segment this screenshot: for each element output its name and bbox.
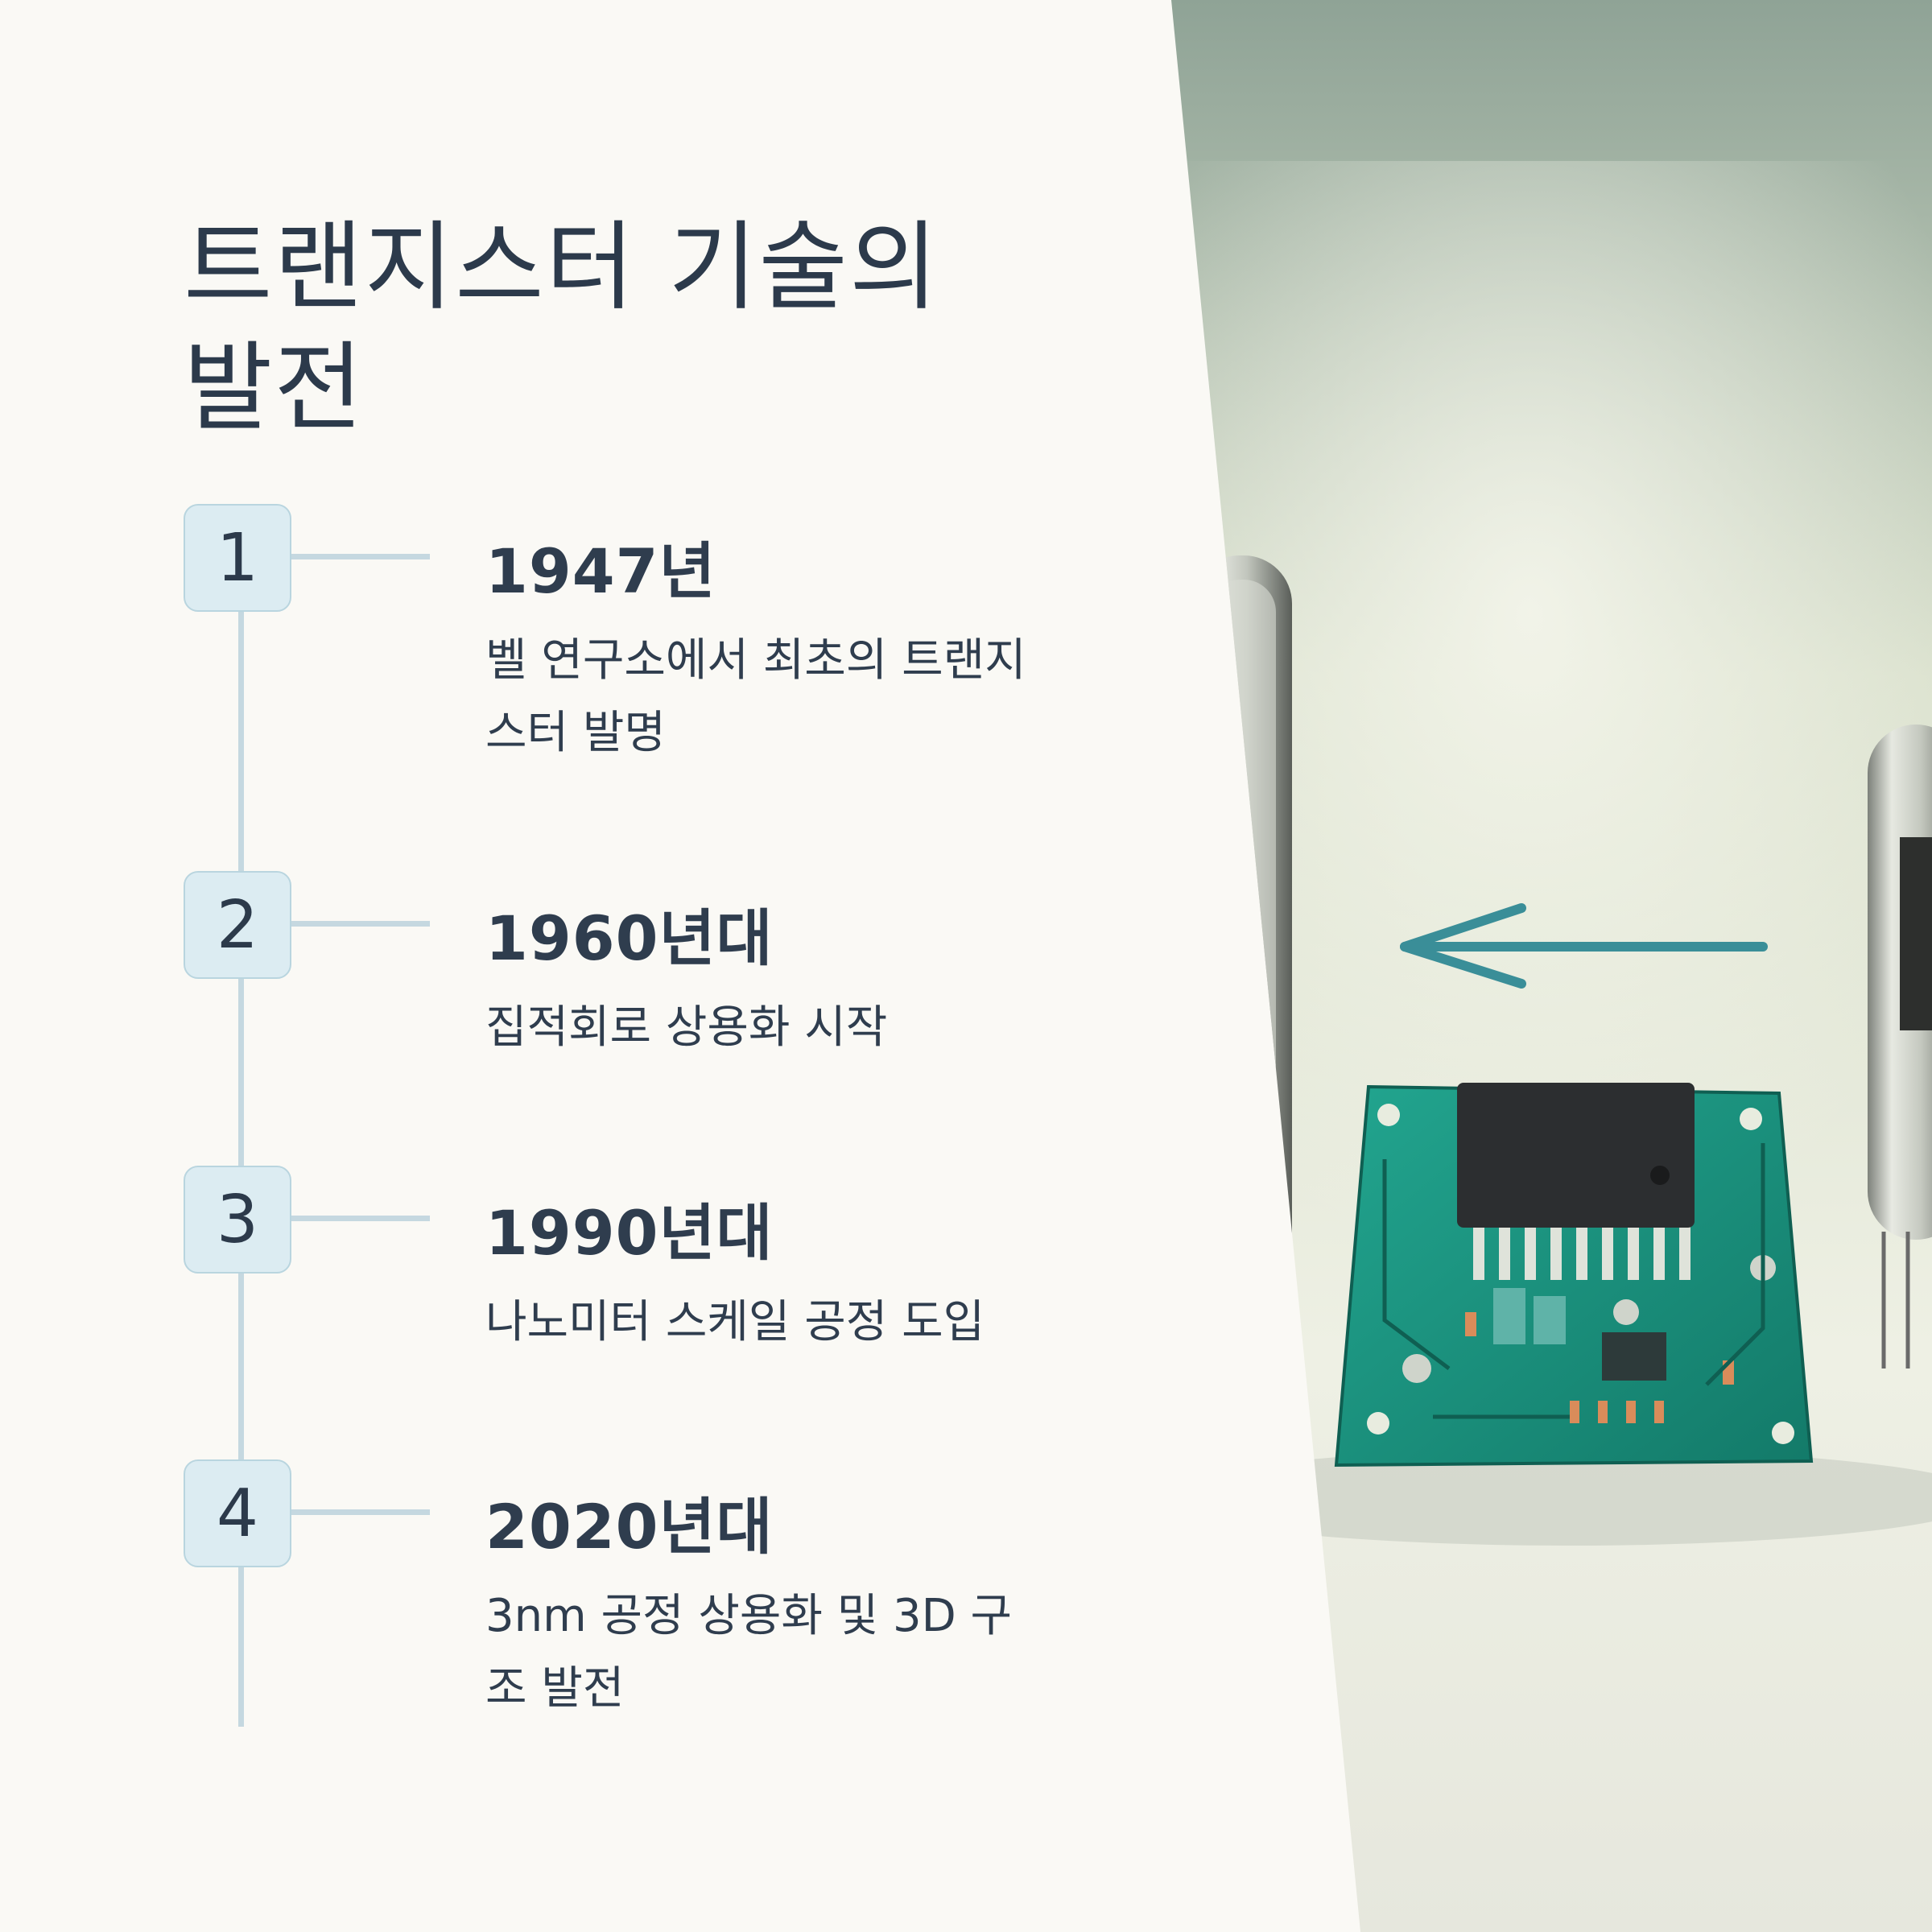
circuit-board-icon: [1334, 1083, 1814, 1468]
timeline-item: 2 1960년대 집적회로 상용화 시작: [184, 871, 1069, 1113]
step-number-badge: 2: [184, 871, 291, 979]
step-connector: [291, 1509, 430, 1515]
step-connector: [291, 1216, 430, 1221]
timeline-line: [238, 564, 244, 1727]
page-title: 트랜지스터 기술의 발전: [184, 212, 940, 444]
step-year: 1947년: [485, 535, 716, 607]
step-description: 나노미터 스케일 공정 도입: [485, 1296, 985, 1348]
step-description: 집적회로 상용화 시작: [485, 1001, 888, 1054]
step-description: 3nm 공정 상용화 및 3D 구조 발전: [485, 1590, 1013, 1715]
step-connector: [291, 921, 430, 927]
step-number-badge: 1: [184, 504, 291, 612]
step-year: 1990년대: [485, 1197, 774, 1269]
step-description: 벨 연구소에서 최초의 트랜지스터 발명: [485, 634, 1026, 759]
arrow-left-icon: [1400, 903, 1768, 989]
step-year: 1960년대: [485, 902, 774, 974]
step-connector: [291, 554, 430, 559]
step-number-badge: 3: [184, 1166, 291, 1274]
timeline-item: 1 1947년 벨 연구소에서 최초의 트랜지스터 발명: [184, 504, 1069, 759]
timeline-item: 3 1990년대 나노미터 스케일 공정 도입: [184, 1166, 1069, 1407]
step-number-badge: 4: [184, 1459, 291, 1567]
step-year: 2020년대: [485, 1491, 774, 1563]
timeline-item: 4 2020년대 3nm 공정 상용화 및 3D 구조 발전: [184, 1459, 1069, 1715]
